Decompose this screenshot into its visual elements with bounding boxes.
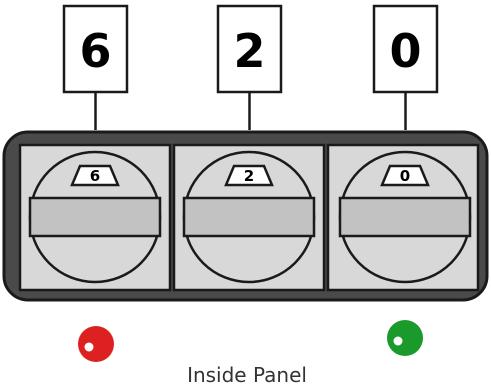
knob-pointer [380,164,430,187]
knob-label: 0 [400,167,410,185]
digit-display-2: 2 [216,4,283,130]
digit-display-6: 6 [62,4,129,130]
knob-grip-bar [338,196,472,238]
red-indicator-led [78,326,114,362]
panel-caption: Inside Panel [187,363,307,387]
digit-display-0: 0 [372,4,439,130]
green-indicator-led [387,320,423,356]
thumbwheel-switch-0[interactable]: 0 [326,143,480,292]
thumbwheel-switch-6[interactable]: 6 [18,143,172,292]
knob-pointer [224,164,274,187]
knob-grip-bar [182,196,316,238]
thumbwheel-switch-2[interactable]: 2 [172,143,326,292]
knob-label: 2 [244,167,254,185]
knob-label: 6 [90,167,100,185]
digit-display-label: 6 [79,24,111,78]
knob-grip-bar [28,196,162,238]
digit-display-label: 2 [233,24,265,78]
digit-display-label: 0 [389,24,421,78]
knob-pointer [70,164,120,187]
